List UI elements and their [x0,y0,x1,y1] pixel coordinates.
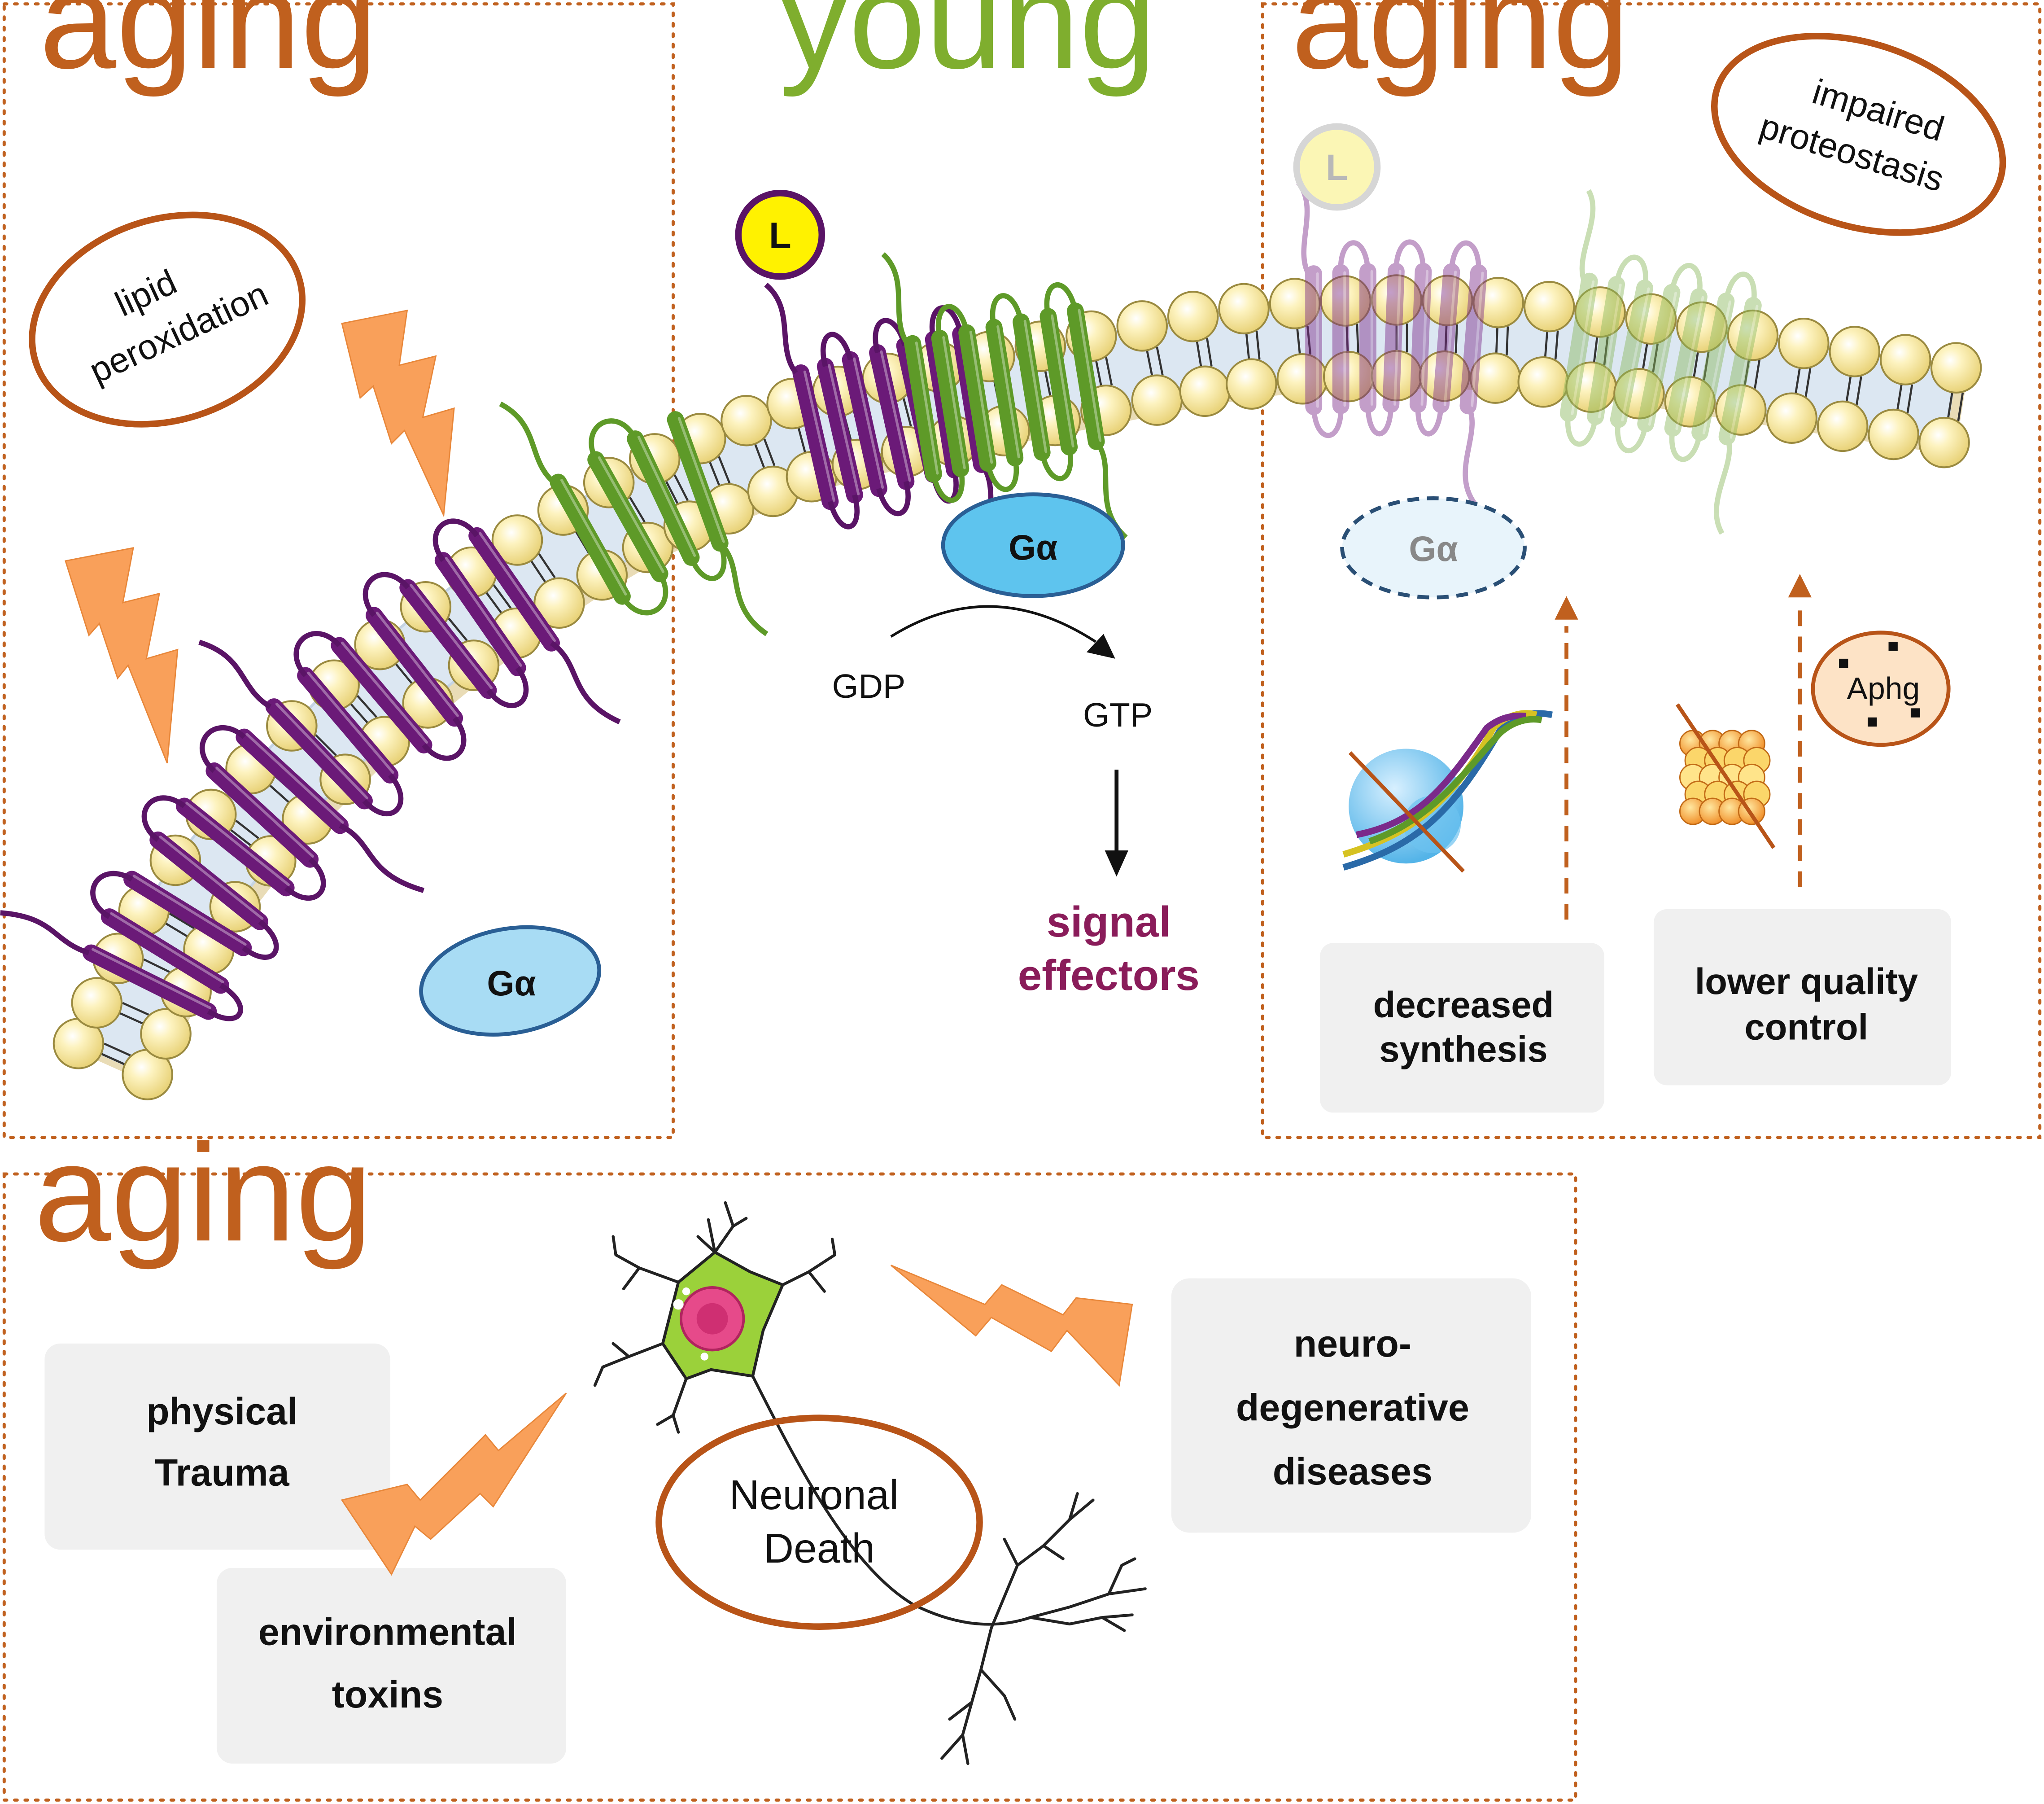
neuron-soma [661,1250,785,1381]
bolt-icon [341,1392,567,1576]
diseases-line3: diseases [1273,1450,1433,1493]
gdp-label: GDP [832,668,906,705]
synthesis-line1: decreased [1373,985,1554,1025]
frame-top-right [1261,2,2042,1139]
toxins-line1: environmental [258,1611,517,1653]
autophagy-label: Aphg [1847,671,1920,706]
quality-line2: control [1745,1007,1869,1048]
receptors-faded-aging [1296,181,1762,535]
box-neurodegenerative-diseases: neuro- degenerative diseases [1171,1278,1532,1533]
ligand-young-label: L [769,215,791,256]
gtp-label: GTP [1083,696,1153,734]
lightning-bolts-bottom [341,1265,1133,1576]
down-arrowhead [1105,850,1128,877]
receptors-left-aging [0,401,769,1021]
trauma-line1: physical [146,1390,297,1432]
impaired-proteostasis-oval: impaired proteostasis [1711,33,2006,236]
bolt-icon [890,1265,1133,1387]
box-decreased-synthesis: decreased synthesis [1320,943,1604,1113]
ligand-faded: L [1293,123,1381,211]
g-alpha-left-label: Gα [487,963,536,1003]
g-alpha-faded: Gα [1340,496,1527,600]
g-alpha-left: Gα [419,925,602,1037]
lightning-bolts-top-left [65,309,455,763]
diseases-line1: neuro- [1294,1322,1411,1365]
bolt-icon [341,309,455,518]
toxins-line2: toxins [332,1673,443,1716]
lipid-peroxidation-oval: lipid peroxidation [29,211,306,428]
box-physical-trauma: physical Trauma [44,1343,390,1550]
ligand-young: L [735,189,825,280]
g-alpha-young: Gα [941,492,1125,598]
death-line2: Death [764,1525,875,1572]
box-environmental-toxins: environmental toxins [217,1568,567,1764]
synthesis-arrowhead [1555,596,1578,620]
panel-label-top-left: aging [39,0,378,98]
panel-label-bottom: aging [34,1116,372,1270]
ribosome-icon [1342,710,1553,873]
panel-label-top-right: aging [1291,0,1629,98]
frame-top-left [2,2,675,1139]
receptors-young [764,252,1128,563]
ligand-faded-label: L [1326,147,1348,188]
signal-line1: signal [1047,898,1171,946]
synthesis-line2: synthesis [1379,1029,1547,1070]
signal-effectors: signal effectors [1018,898,1200,999]
frame-bottom [2,1172,1577,1802]
bolt-icon [65,547,179,763]
exchange-arrowhead [1086,634,1115,659]
quality-line1: lower quality [1695,961,1918,1002]
autophagosome-icon: Aphg [1811,631,1951,747]
exchange-arrow [890,605,1096,643]
proteostasis-arrows [1564,602,1802,920]
neuronal-death-oval: Neuronal Death [655,1414,983,1630]
g-alpha-young-label: Gα [1009,528,1057,567]
trauma-line2: Trauma [155,1452,290,1494]
quality-arrowhead [1788,574,1812,598]
diseases-line2: degenerative [1236,1386,1469,1428]
panel-label-young: young [780,0,1156,98]
neuron-icon [593,1201,1147,1765]
gdp-gtp-exchange: GDP GTP [832,605,1153,877]
death-line1: Neuronal [729,1471,899,1518]
g-alpha-faded-label: Gα [1409,529,1458,569]
signal-line2: effectors [1018,951,1200,999]
proteasome-icon [1676,703,1776,849]
box-lower-quality-control: lower quality control [1654,909,1952,1086]
